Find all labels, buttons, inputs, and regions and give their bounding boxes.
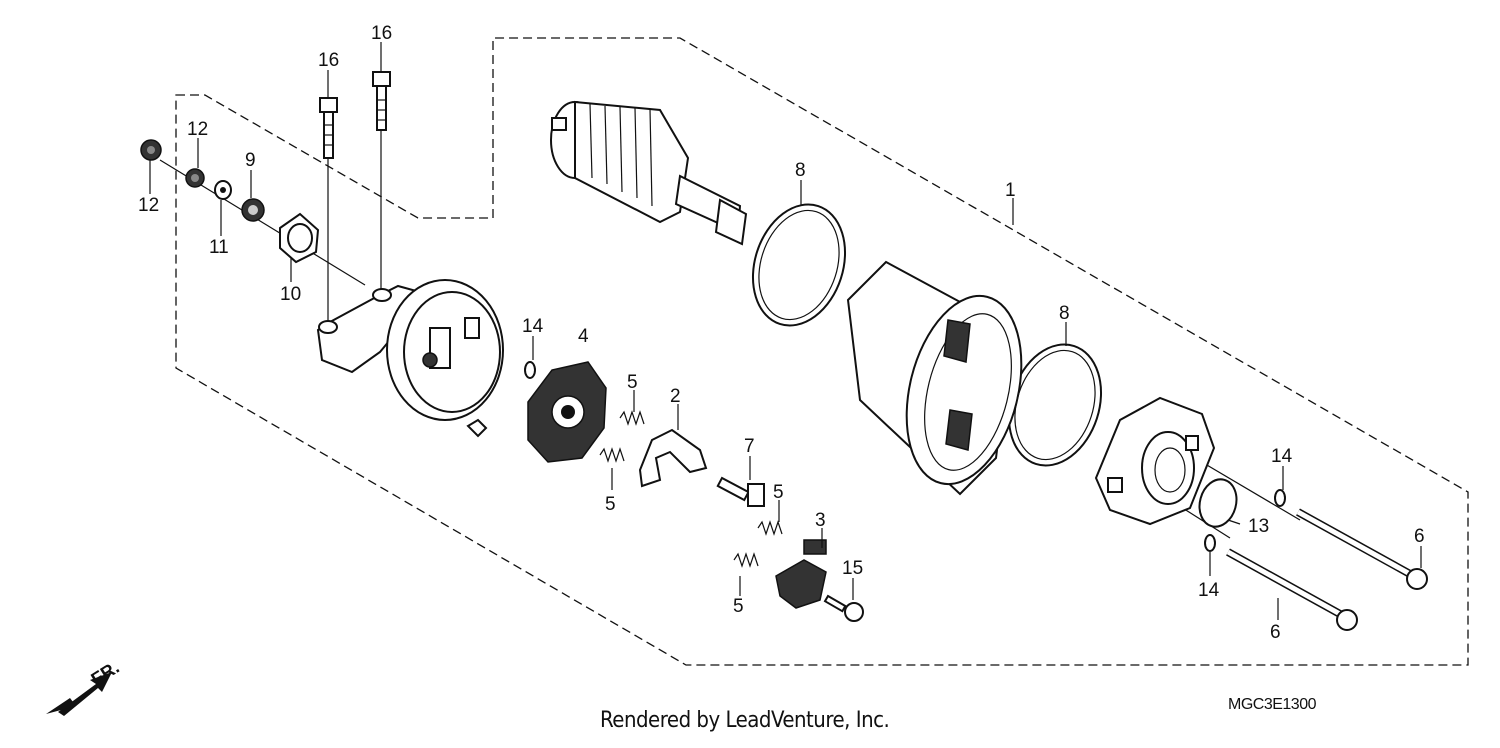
washer-14-right-upper bbox=[1274, 489, 1286, 507]
terminal-bolt-7 bbox=[716, 476, 765, 507]
callout-14-a: 14 bbox=[522, 316, 544, 337]
callout-5-d: 5 bbox=[733, 596, 744, 617]
screw-small bbox=[466, 418, 488, 438]
rear-cover bbox=[316, 279, 504, 421]
callout-11: 11 bbox=[209, 237, 229, 258]
spring-5-d bbox=[733, 552, 759, 568]
alignment-lines bbox=[159, 130, 1301, 539]
bolt-16-left bbox=[319, 97, 338, 159]
brush-2 bbox=[638, 428, 708, 488]
yoke-1 bbox=[846, 260, 1023, 496]
callout-14-c: 14 bbox=[1198, 580, 1220, 601]
spring-5-c bbox=[757, 520, 783, 536]
callout-12-a: 12 bbox=[187, 119, 208, 140]
callout-7: 7 bbox=[744, 436, 755, 457]
leader-lines bbox=[149, 42, 1422, 620]
callout-1: 1 bbox=[1005, 180, 1016, 201]
callout-6-a: 6 bbox=[1414, 526, 1425, 547]
o-ring-8-left bbox=[751, 203, 847, 327]
callout-9: 9 bbox=[245, 150, 256, 171]
spring-5-b bbox=[599, 447, 625, 463]
callout-6-b: 6 bbox=[1270, 622, 1281, 643]
front-cover bbox=[1094, 396, 1216, 526]
callout-13: 13 bbox=[1248, 516, 1269, 537]
callout-8-b: 8 bbox=[1059, 303, 1070, 324]
diagram-code: MGC3E1300 bbox=[1228, 696, 1317, 713]
washer-12-inner bbox=[185, 168, 205, 188]
callout-5-a: 5 bbox=[627, 372, 638, 393]
spring-5-a bbox=[619, 410, 645, 426]
callout-5-c: 5 bbox=[773, 482, 784, 503]
through-bolt-6-lower bbox=[1226, 548, 1358, 631]
callout-16-a: 16 bbox=[318, 50, 339, 71]
washer-14-right-lower bbox=[1204, 534, 1216, 552]
brush-3 bbox=[775, 539, 827, 609]
callout-3: 3 bbox=[815, 510, 826, 531]
insulator-10 bbox=[279, 212, 320, 264]
callout-12-b: 12 bbox=[138, 195, 159, 216]
callout-5-b: 5 bbox=[605, 494, 616, 515]
bushing-9 bbox=[241, 198, 265, 222]
washer-11 bbox=[214, 180, 232, 200]
callout-14-b: 14 bbox=[1271, 446, 1293, 467]
callout-10: 10 bbox=[280, 284, 301, 305]
brush-holder-4 bbox=[527, 361, 607, 463]
screw-15 bbox=[823, 594, 864, 622]
render-credit: Rendered by LeadVenture, Inc. bbox=[600, 708, 890, 733]
through-bolt-6-upper bbox=[1296, 508, 1428, 590]
armature bbox=[550, 100, 748, 246]
callout-16-b: 16 bbox=[371, 23, 392, 44]
nut-12-outer bbox=[140, 139, 162, 161]
callout-8-a: 8 bbox=[795, 160, 806, 181]
assembly-outline bbox=[175, 37, 1469, 666]
callout-2: 2 bbox=[670, 386, 681, 407]
callout-15: 15 bbox=[842, 558, 863, 579]
washer-14-left bbox=[524, 361, 536, 379]
bolt-16-right bbox=[372, 71, 391, 131]
front-marker-label: FR. bbox=[88, 657, 123, 689]
callout-4: 4 bbox=[578, 326, 589, 347]
front-direction-arrow-icon bbox=[46, 672, 112, 716]
o-ring-13 bbox=[1198, 478, 1238, 528]
